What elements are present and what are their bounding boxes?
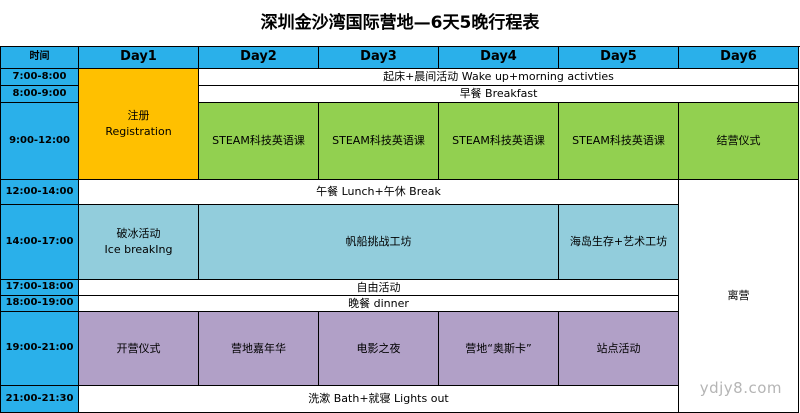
header-day6: Day6: [679, 47, 799, 69]
time-slot: 9:00-12:00: [1, 103, 79, 180]
header-time: 时间: [1, 47, 79, 69]
steam-class-cell: STEAM科技英语课: [559, 103, 679, 180]
registration-cell: 注册 Registration: [79, 69, 199, 180]
time-slot: 7:00-8:00: [1, 69, 79, 86]
watermark: ydjy8.com: [699, 379, 782, 397]
page-title: 深圳金沙湾国际营地—6天5晚行程表: [260, 13, 540, 33]
bath-cell: 洗漱 Bath+就寝 Lights out: [79, 386, 679, 413]
time-slot: 21:00-21:30: [1, 386, 79, 413]
free-time-cell: 自由活动: [79, 280, 679, 296]
evening-activity-cell: 开营仪式: [79, 312, 199, 386]
steam-class-cell: STEAM科技英语课: [439, 103, 559, 180]
time-slot: 17:00-18:00: [1, 280, 79, 296]
time-slot: 12:00-14:00: [1, 180, 79, 205]
closing-ceremony-cell: 结营仪式: [679, 103, 799, 180]
time-slot: 14:00-17:00: [1, 205, 79, 280]
breakfast-cell: 早餐 Breakfast: [199, 86, 799, 103]
evening-activity-cell: 站点活动: [559, 312, 679, 386]
lunch-cell: 午餐 Lunch+午休 Break: [79, 180, 679, 205]
header-day4: Day4: [439, 47, 559, 69]
evening-activity-cell: 营地嘉年华: [199, 312, 319, 386]
sailing-workshop-cell: 帆船挑战工坊: [199, 205, 559, 280]
time-slot: 18:00-19:00: [1, 296, 79, 312]
steam-class-cell: STEAM科技英语课: [199, 103, 319, 180]
header-day5: Day5: [559, 47, 679, 69]
icebreaking-cell: 破冰活动 Ice breakIng: [79, 205, 199, 280]
header-day3: Day3: [319, 47, 439, 69]
schedule-table: 时间 Day1 Day2 Day3 Day4 Day5 Day6 7:00-8:…: [0, 46, 800, 413]
time-slot: 8:00-9:00: [1, 86, 79, 103]
header-day2: Day2: [199, 47, 319, 69]
island-survival-cell: 海岛生存+艺术工坊: [559, 205, 679, 280]
dinner-cell: 晚餐 dinner: [79, 296, 679, 312]
header-day1: Day1: [79, 47, 199, 69]
evening-activity-cell: 营地“奥斯卡”: [439, 312, 559, 386]
steam-class-cell: STEAM科技英语课: [319, 103, 439, 180]
evening-activity-cell: 电影之夜: [319, 312, 439, 386]
wakeup-cell: 起床+晨间活动 Wake up+morning activties: [199, 69, 799, 86]
time-slot: 19:00-21:00: [1, 312, 79, 386]
depart-cell: 离营: [679, 180, 799, 413]
